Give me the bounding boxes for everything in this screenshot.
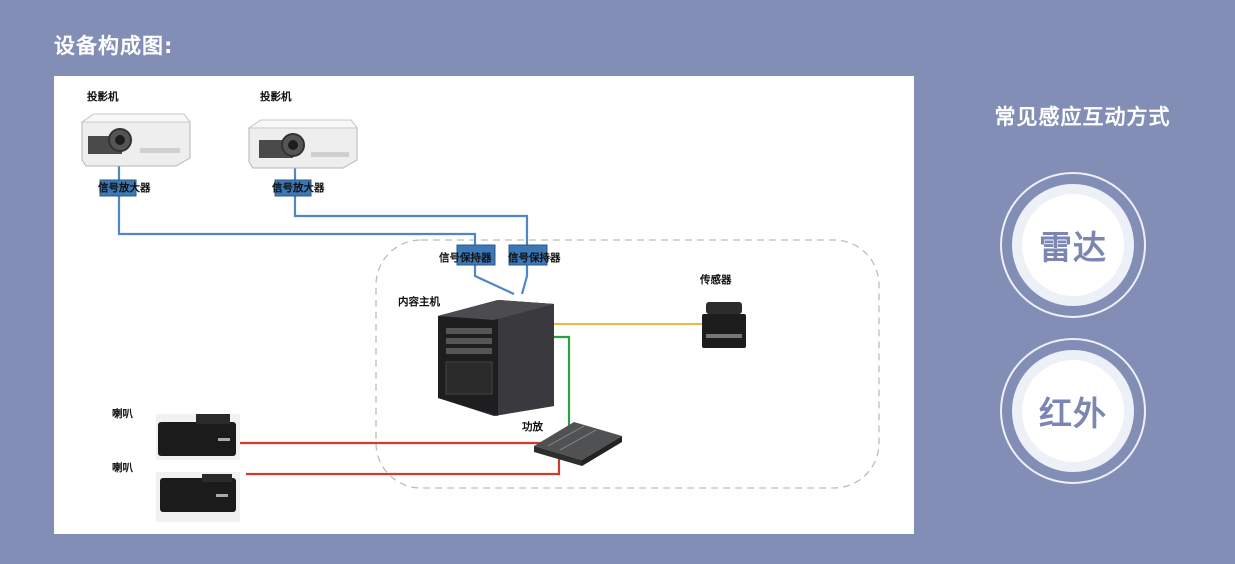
speaker-2 (156, 472, 240, 522)
host-system-boundary (375, 239, 880, 489)
projector-1 (80, 113, 191, 167)
equipment-diagram: 投影机 投影机 信号放大器 信号放大器 信号保持器 信号保持器 内容主机 传感器… (54, 76, 914, 534)
signal-amplifier-2-box (274, 179, 312, 197)
sensor-label: 传感器 (700, 274, 732, 286)
signal-holder-2-label: 信号保持器 (508, 252, 561, 264)
speaker-1 (156, 414, 240, 460)
signal-holder-1-box (456, 244, 496, 266)
signal-amplifier-1-box (99, 179, 137, 197)
speaker-1-label: 喇叭 (112, 408, 133, 420)
signal-holder-2-box (508, 244, 548, 266)
radar-option-label: 雷达 (1022, 194, 1124, 296)
power-amplifier-device (534, 422, 622, 466)
signal-amplifier-1-label: 信号放大器 (98, 182, 151, 194)
speaker-line-1 (240, 436, 561, 445)
sensor-device (702, 302, 746, 348)
power-amplifier-label: 功放 (522, 421, 543, 433)
speaker-2-label: 喇叭 (112, 462, 133, 474)
video-signal-lines (117, 158, 529, 295)
radar-option: 雷达 (1000, 172, 1146, 318)
signal-holder-1-label: 信号保持器 (439, 252, 492, 264)
projector-2 (247, 119, 358, 169)
host-computer (438, 300, 554, 416)
projector-2-label: 投影机 (260, 91, 292, 103)
signal-amplifier-2-label: 信号放大器 (272, 182, 325, 194)
interaction-methods-title: 常见感应互动方式 (994, 105, 1171, 129)
speaker-line-2 (246, 454, 561, 476)
host-computer-label: 内容主机 (398, 296, 440, 308)
diagram-canvas (80, 113, 880, 522)
infrared-option-label: 红外 (1022, 360, 1124, 462)
projector-1-label: 投影机 (87, 91, 119, 103)
infrared-option: 红外 (1000, 338, 1146, 484)
page-title: 设备构成图: (54, 34, 174, 58)
